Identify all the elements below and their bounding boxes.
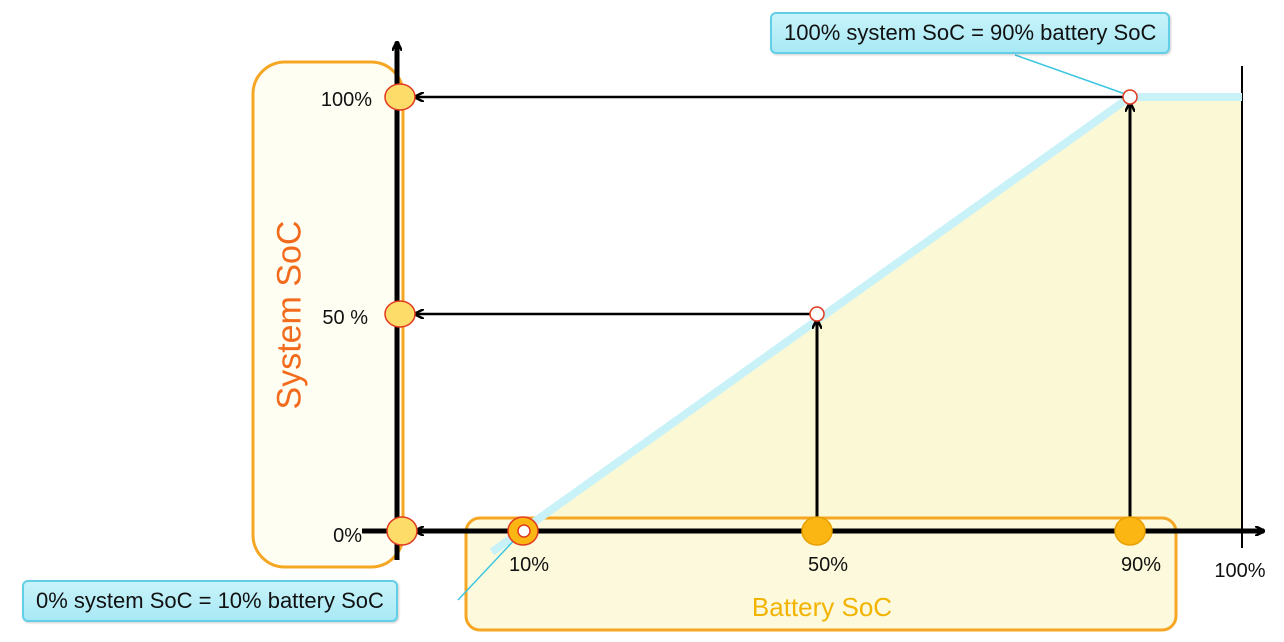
battery-90-marker: [1114, 516, 1146, 546]
y-axis-title: System SoC: [270, 220, 309, 410]
map-point-90: [1122, 89, 1138, 105]
x-axis-title: Battery SoC: [751, 592, 893, 622]
system-100-marker: [384, 83, 416, 111]
map-point-50: [809, 306, 825, 322]
mapped-range-fill: [522, 97, 1242, 531]
system-50-marker: [384, 300, 416, 328]
callout-top-leader: [1014, 54, 1129, 96]
battery-10-point: [517, 524, 531, 538]
callout-bottom: 0% system SoC = 10% battery SoC: [22, 580, 398, 622]
y-tick-50: 50 %: [322, 307, 368, 329]
x-tick-50: 50%: [807, 554, 849, 576]
x-tick-90: 90%: [1120, 554, 1162, 576]
callout-top: 100% system SoC = 90% battery SoC: [770, 12, 1171, 54]
y-tick-0: 0%: [333, 525, 362, 547]
system-0-marker: [386, 516, 418, 546]
battery-50-marker: [801, 516, 833, 546]
callout-bottom-leader: [457, 533, 521, 601]
x-tick-100: 100%: [1214, 560, 1266, 582]
y-tick-100: 100%: [320, 89, 372, 111]
x-tick-10: 10%: [508, 554, 550, 576]
